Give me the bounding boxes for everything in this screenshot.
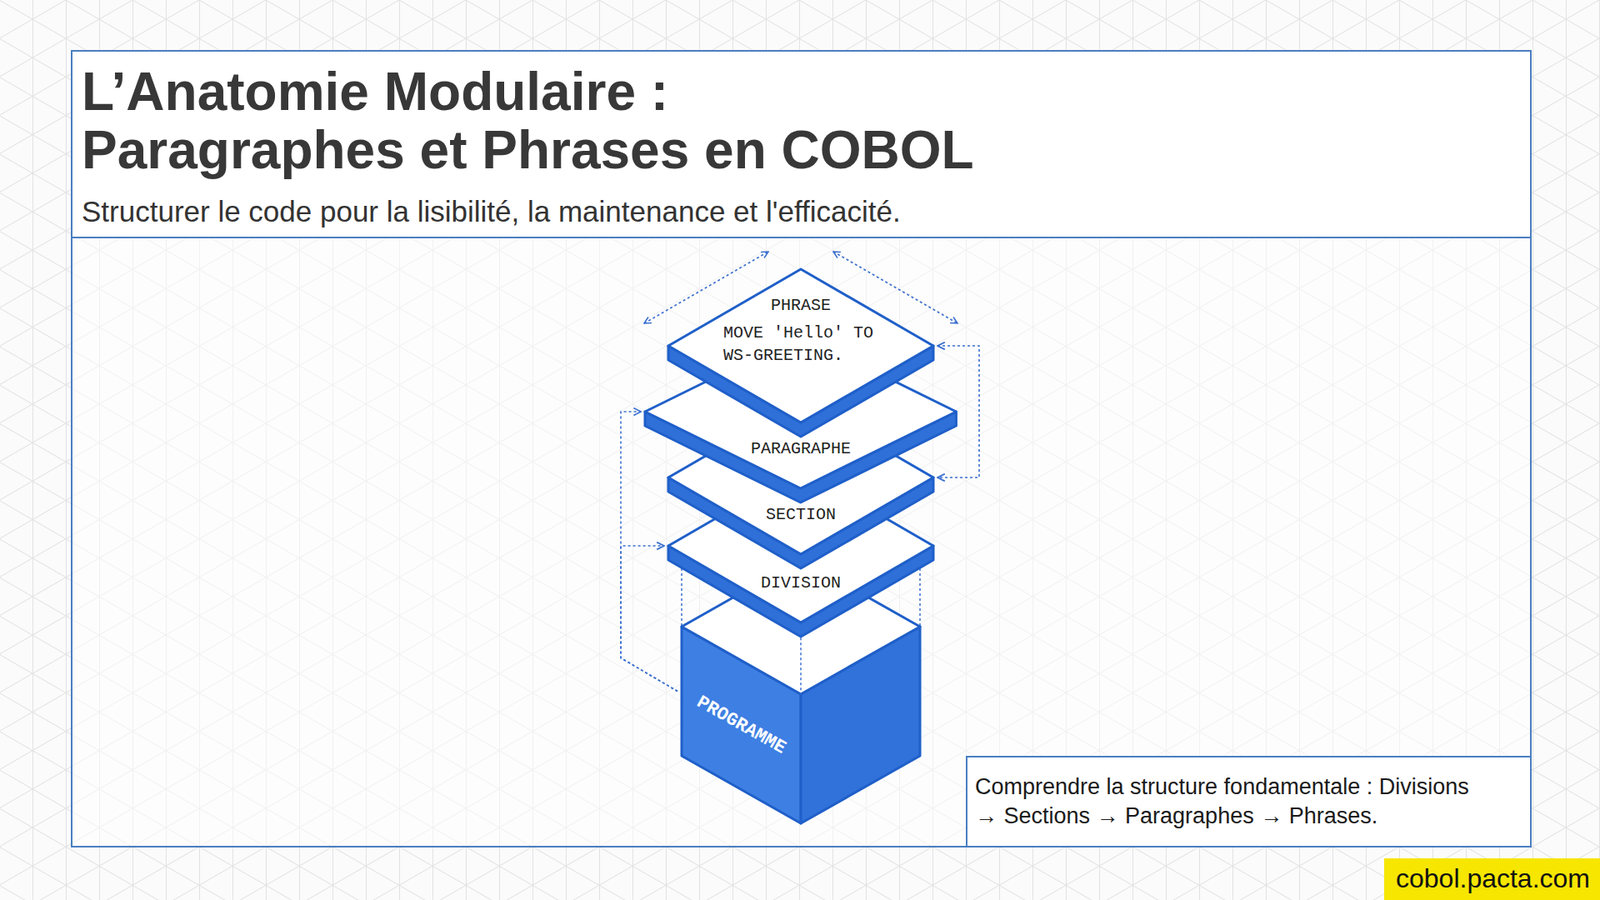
node-outline <box>966 756 1531 847</box>
note-frame <box>966 756 1531 847</box>
exploded-guide <box>919 563 921 627</box>
layer-label: Comprendre la structure fondamentale : D… <box>975 772 1523 831</box>
outer-frame <box>71 50 1531 847</box>
header-panel <box>71 50 1531 238</box>
layer-label: PARAGRAPHE <box>750 437 851 460</box>
cube-top <box>681 559 920 695</box>
watermark: cobol.pacta.com <box>1384 858 1600 900</box>
header-rule <box>71 236 1531 239</box>
layer-face <box>668 469 934 623</box>
phrase-layer: PHRASE MOVE 'Hello' TO WS-GREETING. <box>668 269 934 437</box>
exploded-guide <box>800 582 802 695</box>
layer-label: PHRASE <box>770 294 831 317</box>
note-box: Comprendre la structure fondamentale : D… <box>966 756 1531 847</box>
subtitle: Structurer le code pour la lisibilité, l… <box>81 195 901 229</box>
layer-label: DIVISION <box>760 571 841 595</box>
dashed-connector <box>620 545 678 692</box>
title: L’Anatomie Modulaire : Paragraphes et Ph… <box>81 62 1165 180</box>
layer-label: SECTION <box>765 503 836 526</box>
body-panel <box>71 237 1531 847</box>
code-sample: MOVE 'Hello' TO WS-GREETING. <box>723 321 879 367</box>
exploded-guide <box>680 563 683 627</box>
